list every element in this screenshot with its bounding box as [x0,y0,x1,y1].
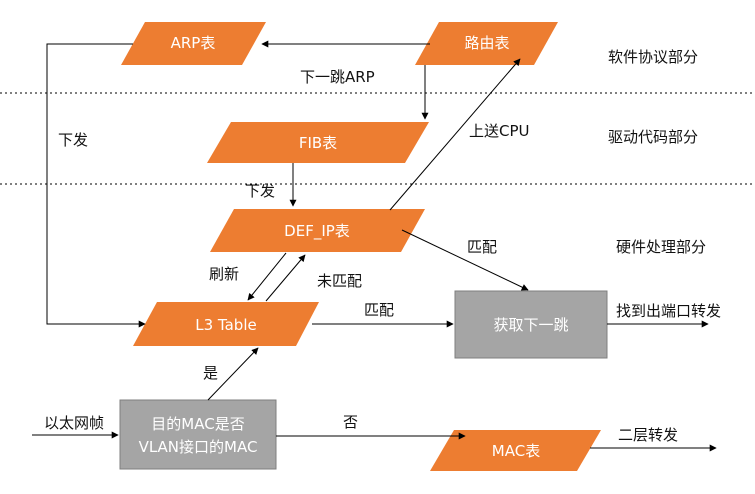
arrow-l3-to-defip [265,254,306,302]
arp-table-node [121,22,266,65]
def-ip-table-label: DEF_IP表 [284,222,350,241]
dest-mac-check-label-line2: VLAN接口的MAC [139,438,258,456]
layer-label-software: 软件协议部分 [608,48,698,66]
fib-table-label: FIB表 [299,134,337,152]
mac-table-label: MAC表 [492,442,540,460]
label-layer2-forward: 二层转发 [618,426,678,444]
dest-mac-check-box [119,399,277,470]
label-match-l3: 匹配 [364,301,394,319]
fib-table-node [207,122,429,163]
arrow-check-to-l3 [207,347,259,401]
label-match-def: 匹配 [467,238,497,256]
layer-label-driver: 驱动代码部分 [608,128,698,146]
route-table-label: 路由表 [464,34,509,52]
label-not-match: 未匹配 [317,272,362,290]
l3-table-label: L3 Table [195,316,256,334]
label-yes: 是 [203,364,218,382]
def-ip-table-node [210,209,425,252]
get-next-hop-box [454,290,608,359]
label-find-out-port: 找到出端口转发 [616,302,721,320]
layer-label-hardware: 硬件处理部分 [616,238,706,256]
arrow-arp-to-l3 [46,43,146,328]
label-ethernet-frame: 以太网帧 [44,414,104,432]
arp-table-label: ARP表 [171,34,216,52]
dest-mac-check-label-line1: 目的MAC是否 [151,415,244,433]
label-next-hop-arp: 下一跳ARP [300,68,375,86]
route-table-node [415,22,558,65]
get-next-hop-label: 获取下一跳 [493,316,568,334]
label-send-to-cpu: 上送CPU [469,122,530,140]
l3-table-node [133,302,319,346]
arrow-defip-to-route [389,58,521,211]
label-deliver-fib: 下发 [245,182,275,200]
label-deliver-left: 下发 [58,131,88,149]
arrow-defip-to-nexthop [401,229,529,291]
label-refresh: 刷新 [209,265,239,283]
label-no: 否 [343,413,358,431]
arrow-defip-refresh-l3 [247,252,287,301]
mac-table-node [430,430,601,471]
